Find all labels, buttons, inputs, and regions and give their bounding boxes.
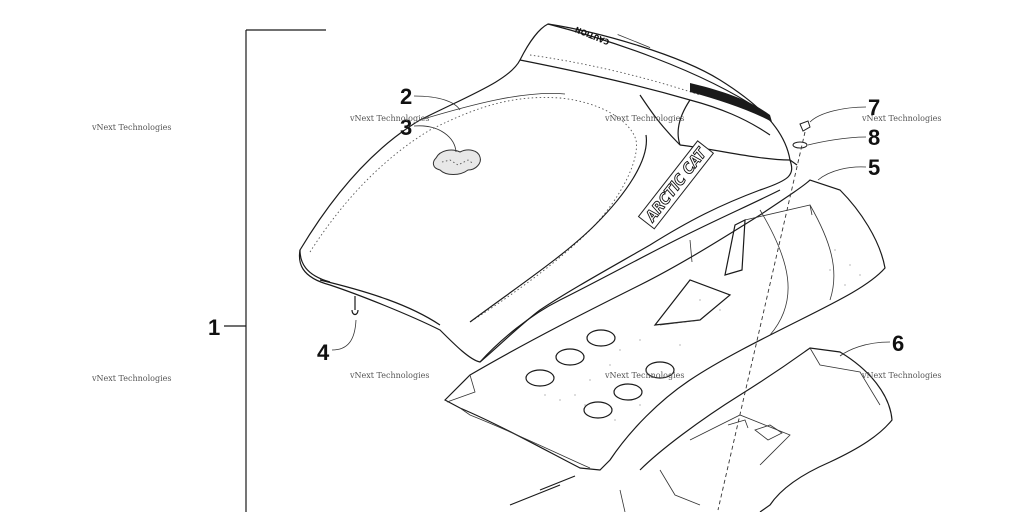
leader-lines bbox=[331, 95, 891, 357]
watermark-text: vNext Technologies bbox=[604, 371, 684, 380]
clip-fastener bbox=[351, 296, 359, 316]
callout-7: 7 bbox=[868, 95, 880, 120]
callout-4: 4 bbox=[317, 340, 330, 365]
watermark-text: vNext Technologies bbox=[604, 114, 684, 123]
callout-5: 5 bbox=[868, 155, 880, 180]
assembly-bracket bbox=[224, 29, 326, 512]
callout-2: 2 bbox=[400, 84, 412, 109]
callout-6: 6 bbox=[892, 331, 904, 356]
watermark-text: vNext Technologies bbox=[349, 371, 429, 380]
watermark-text: vNext Technologies bbox=[861, 114, 941, 123]
seat-brand-logo: ARCTIC CAT CAUTION bbox=[574, 25, 715, 230]
watermark-text: vNext Technologies bbox=[91, 374, 171, 383]
watermark-text: vNext Technologies bbox=[91, 123, 171, 132]
callout-3: 3 bbox=[400, 115, 412, 140]
repair-patch bbox=[432, 149, 481, 175]
callout-8: 8 bbox=[868, 125, 880, 150]
seat-cover bbox=[298, 23, 798, 363]
seat-base-pan bbox=[444, 179, 886, 471]
watermarks: vNext Technologies vNext Technologies vN… bbox=[91, 114, 941, 383]
brand-text: ARCTIC CAT bbox=[641, 143, 711, 225]
lower-tray bbox=[509, 347, 893, 513]
watermark-text: vNext Technologies bbox=[349, 114, 429, 123]
assembly-axis-line bbox=[717, 131, 806, 511]
callout-1: 1 bbox=[208, 315, 220, 340]
watermark-text: vNext Technologies bbox=[861, 371, 941, 380]
bolt-and-washer bbox=[792, 120, 811, 149]
